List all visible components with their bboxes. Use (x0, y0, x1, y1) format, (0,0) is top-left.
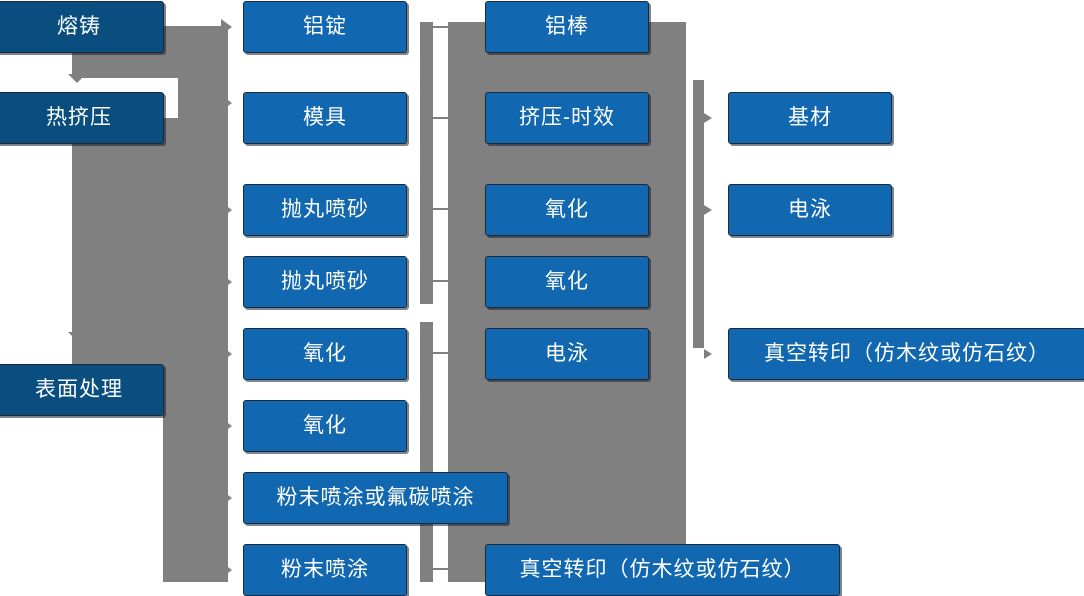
process-label-powder-or-fluorocarbon-coating: 粉末喷涂或氟碳喷涂 (276, 485, 475, 509)
process-box-vacuum-transfer-bottom[interactable]: 真空转印（仿木纹或仿石纹） (485, 544, 840, 596)
arrow-to-c2-6 (221, 490, 232, 506)
process-label-aluminum-ingot: 铝锭 (303, 14, 347, 38)
process-box-powder-or-fluorocarbon-coating[interactable]: 粉末喷涂或氟碳喷涂 (243, 472, 508, 524)
arrow-to-c4-0 (704, 113, 712, 123)
process-label-aluminum-rod: 铝棒 (545, 14, 589, 38)
arrow-to-c2-4 (221, 346, 232, 362)
process-box-mold[interactable]: 模具 (243, 92, 407, 144)
process-label-powder-coating: 粉末喷涂 (281, 557, 369, 581)
process-box-aluminum-rod[interactable]: 铝棒 (485, 1, 649, 53)
process-box-oxidation-c2-2[interactable]: 氧化 (243, 400, 407, 452)
connector-trunk-left-lower (163, 370, 228, 582)
connector-rail-right (693, 80, 704, 348)
connector-tick-2 (433, 208, 449, 210)
connector-rail-mid-lower (420, 322, 433, 582)
process-label-oxidation-c3-1: 氧化 (545, 197, 589, 221)
process-box-oxidation-c3-1[interactable]: 氧化 (485, 184, 649, 236)
stage-box-surface-treatment[interactable]: 表面处理 (0, 364, 164, 416)
process-label-shot-blasting-2: 抛丸喷砂 (281, 269, 369, 293)
arrow-to-c2-2 (221, 202, 232, 218)
process-box-electrophoresis-c4[interactable]: 电泳 (728, 184, 892, 236)
arrow-to-c4-1 (704, 205, 712, 215)
connector-tick-3 (433, 280, 449, 282)
process-box-shot-blasting-1[interactable]: 抛丸喷砂 (243, 184, 407, 236)
connector-rail-mid-upper (420, 22, 433, 304)
arrow-to-c2-0 (221, 19, 232, 35)
process-label-oxidation-c3-2: 氧化 (545, 269, 589, 293)
connector-trunk-left-mid (72, 118, 178, 370)
process-label-extrusion-aging: 挤压-时效 (519, 105, 615, 129)
process-label-mold: 模具 (303, 105, 347, 129)
process-label-electrophoresis-c3: 电泳 (545, 341, 589, 365)
process-box-extrusion-aging[interactable]: 挤压-时效 (485, 92, 649, 144)
arrow-to-c2-7 (221, 562, 232, 578)
process-box-aluminum-ingot[interactable]: 铝锭 (243, 1, 407, 53)
stage-label-melting: 熔铸 (57, 14, 101, 38)
process-label-vacuum-transfer-bottom: 真空转印（仿木纹或仿石纹） (519, 557, 806, 581)
stage-box-hot-extrusion[interactable]: 热挤压 (0, 92, 164, 144)
process-label-vacuum-transfer-right: 真空转印（仿木纹或仿石纹） (764, 341, 1050, 365)
connector-down-arrow-surface (68, 332, 86, 341)
stage-label-hot-extrusion: 热挤压 (46, 105, 112, 129)
connector-tick-5 (433, 568, 449, 570)
stage-label-surface-treatment: 表面处理 (35, 377, 123, 401)
process-label-base-material: 基材 (788, 105, 832, 129)
process-label-shot-blasting-1: 抛丸喷砂 (281, 197, 369, 221)
process-label-oxidation-c2-2: 氧化 (303, 413, 347, 437)
process-box-shot-blasting-2[interactable]: 抛丸喷砂 (243, 256, 407, 308)
process-box-base-material[interactable]: 基材 (728, 92, 892, 144)
process-box-electrophoresis-c3[interactable]: 电泳 (485, 328, 649, 380)
connector-tick-4 (433, 352, 449, 354)
connector-tick-1 (433, 117, 449, 119)
process-box-vacuum-transfer-right[interactable]: 真空转印（仿木纹或仿石纹） (728, 328, 1084, 380)
stage-box-melting[interactable]: 熔铸 (0, 1, 164, 53)
connector-stub-surface (163, 389, 185, 391)
arrow-to-c2-1 (221, 95, 232, 111)
process-box-oxidation-c2-1[interactable]: 氧化 (243, 328, 407, 380)
arrow-to-c4-2 (704, 349, 712, 359)
process-box-oxidation-c3-2[interactable]: 氧化 (485, 256, 649, 308)
connector-tick-0 (433, 26, 449, 28)
connector-down-arrow-melting (68, 74, 86, 83)
process-label-oxidation-c2-1: 氧化 (303, 341, 347, 365)
process-label-electrophoresis-c4: 电泳 (788, 197, 832, 221)
arrow-to-c2-3 (221, 274, 232, 290)
process-box-powder-coating[interactable]: 粉末喷涂 (243, 544, 407, 596)
arrow-to-c2-5 (221, 418, 232, 434)
